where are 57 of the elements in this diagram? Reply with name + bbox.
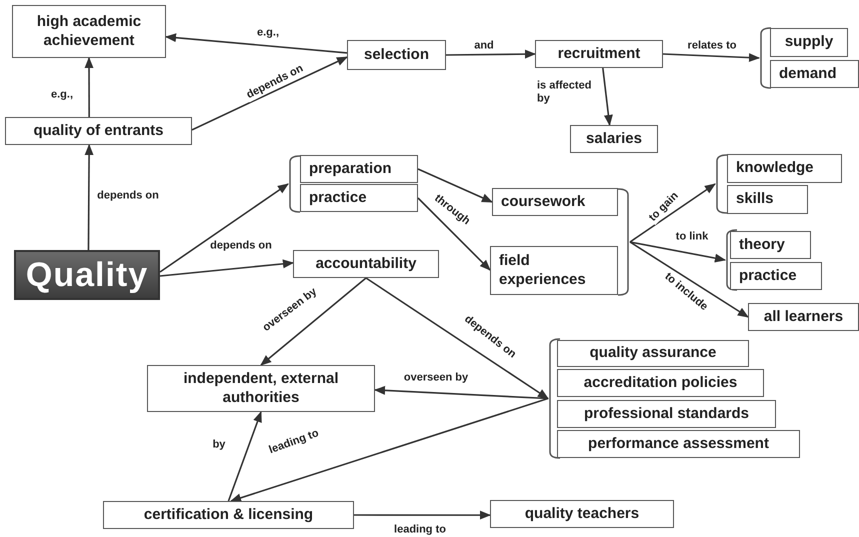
concept-box: independent, external authorities (147, 365, 375, 412)
arrow (630, 183, 716, 243)
arrow (260, 277, 366, 366)
concept-box: theory (730, 231, 811, 259)
concept-box: quality of entrants (5, 117, 192, 145)
arrow (630, 241, 749, 318)
concept-box: demand (770, 60, 859, 88)
edge-label: depends on (209, 240, 273, 252)
arrow (84, 144, 94, 250)
arrow (84, 56, 94, 117)
concept-box: all learners (748, 303, 859, 331)
main-concept-box: Quality (14, 250, 160, 300)
concept-box: accreditation policies (557, 369, 764, 397)
edge-label: e.g., (50, 88, 74, 102)
concept-box: salaries (570, 125, 658, 153)
arrow (228, 410, 262, 502)
concept-box: practice (730, 262, 822, 290)
concept-box: coursework (492, 188, 618, 216)
bracket (288, 155, 420, 213)
concept-box: skills (727, 185, 808, 214)
bracket (548, 338, 800, 459)
bracket (490, 188, 630, 296)
edge-label: depends on (96, 190, 160, 202)
concept-box: recruitment (535, 40, 663, 68)
edge-label: leading to (393, 524, 447, 536)
concept-box: preparation (300, 155, 418, 183)
concept-box: quality assurance (557, 340, 749, 367)
concept-box: practice (300, 184, 418, 212)
concept-box: quality teachers (490, 500, 674, 528)
arrow (160, 183, 289, 273)
edge-label: by (212, 438, 226, 452)
bracket (715, 154, 842, 214)
arrow (630, 241, 726, 263)
concept-box: accountability (293, 250, 439, 278)
edge-label: e.g., (256, 26, 280, 40)
concept-box: high academic achievement (12, 5, 166, 58)
concept-box: supply (770, 28, 848, 57)
arrow (446, 50, 536, 59)
arrow (164, 33, 348, 54)
arrow (662, 53, 760, 62)
arrow (418, 168, 494, 203)
arrow (160, 259, 294, 277)
concept-box: certification & licensing (103, 501, 354, 529)
bracket (759, 27, 859, 89)
arrow (366, 277, 549, 400)
arrow (417, 197, 491, 271)
arrow (602, 68, 613, 126)
concept-box: knowledge (727, 154, 842, 183)
arrow (230, 398, 548, 502)
arrow (192, 56, 348, 131)
arrow (354, 510, 492, 520)
concept-box: professional standards (557, 400, 776, 428)
concept-box: field experiences (490, 246, 618, 295)
edge-label: overseen by (402, 372, 470, 384)
arrow (374, 386, 548, 400)
concept-box: performance assessment (557, 430, 800, 458)
concept-box: selection (347, 40, 446, 70)
